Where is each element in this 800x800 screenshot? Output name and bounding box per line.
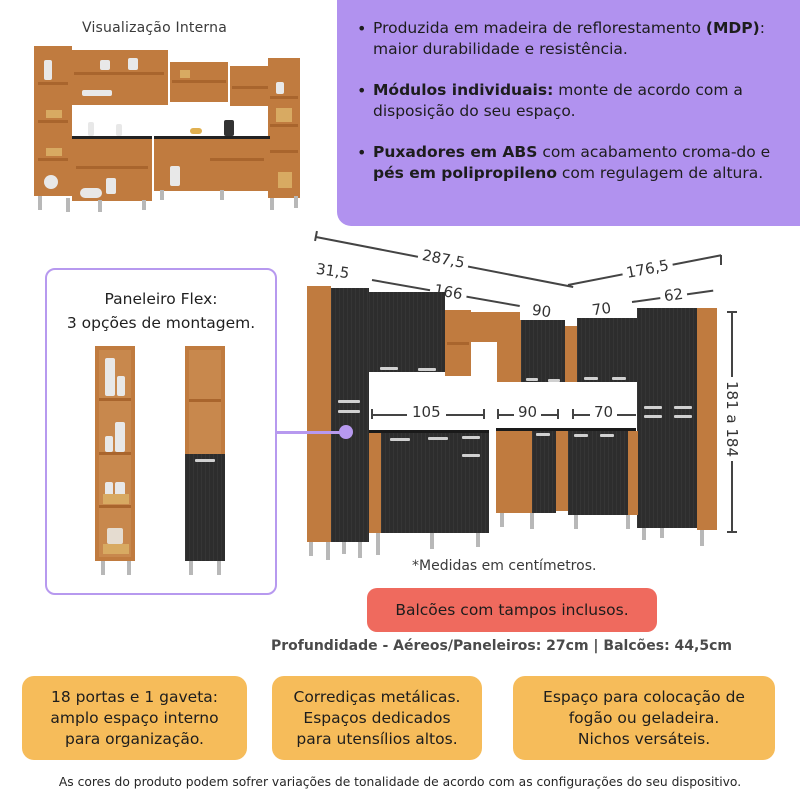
info-box-doors: 18 portas e 1 gaveta: amplo espaço inter…: [22, 676, 247, 760]
badge-label: Balcões com tampos inclusos.: [395, 601, 629, 619]
feature-modules: Módulos individuais: monte de acordo com…: [357, 80, 782, 122]
dim-segment-1: 31,5: [314, 259, 351, 283]
dim-counter-3: 70: [590, 403, 618, 421]
paneleiro-connector-dot: [339, 425, 353, 439]
paneleiro-connector-line: [277, 431, 345, 434]
info-box-space: Espaço para colocação de fogão ou gelade…: [513, 676, 775, 760]
info-box-slides-text: Corrediças metálicas. Espaços dedicados …: [293, 687, 461, 748]
info-box-slides: Corrediças metálicas. Espaços dedicados …: [272, 676, 482, 760]
internal-view-image: [30, 40, 300, 220]
paneleiro-flex-box: Paneleiro Flex: 3 opções de montagem.: [45, 268, 277, 595]
info-box-space-text: Espaço para colocação de fogão ou gelade…: [543, 687, 745, 748]
dim-segment-5: 62: [658, 284, 689, 306]
dim-counter-2: 90: [514, 403, 542, 421]
depth-note: Profundidade - Aéreos/Paneleiros: 27cm |…: [271, 638, 732, 654]
features-panel: Produzida em madeira de reflorestamento …: [337, 0, 800, 226]
dim-segment-3: 90: [530, 300, 553, 322]
dim-counter-1: 105: [407, 403, 446, 421]
internal-view-title: Visualização Interna: [82, 20, 227, 36]
info-box-doors-text: 18 portas e 1 gaveta: amplo espaço inter…: [50, 687, 219, 748]
measure-unit-note: *Medidas em centímetros.: [412, 558, 597, 574]
feature-handles: Puxadores em ABS com acabamento croma-do…: [357, 142, 782, 184]
dim-total-left: 287,5: [416, 245, 471, 273]
paneleiro-title-line1: Paneleiro Flex:: [104, 290, 218, 308]
feature-mdp: Produzida em madeira de reflorestamento …: [357, 18, 782, 60]
dim-total-right: 176,5: [620, 255, 675, 283]
dim-segment-4: 70: [590, 298, 613, 320]
countertops-included-badge: Balcões com tampos inclusos.: [367, 588, 657, 632]
paneleiro-title-line2: 3 opções de montagem.: [66, 314, 256, 332]
dim-height: 181 a 184: [723, 377, 741, 461]
color-disclaimer: As cores do produto podem sofrer variaçõ…: [58, 775, 742, 789]
